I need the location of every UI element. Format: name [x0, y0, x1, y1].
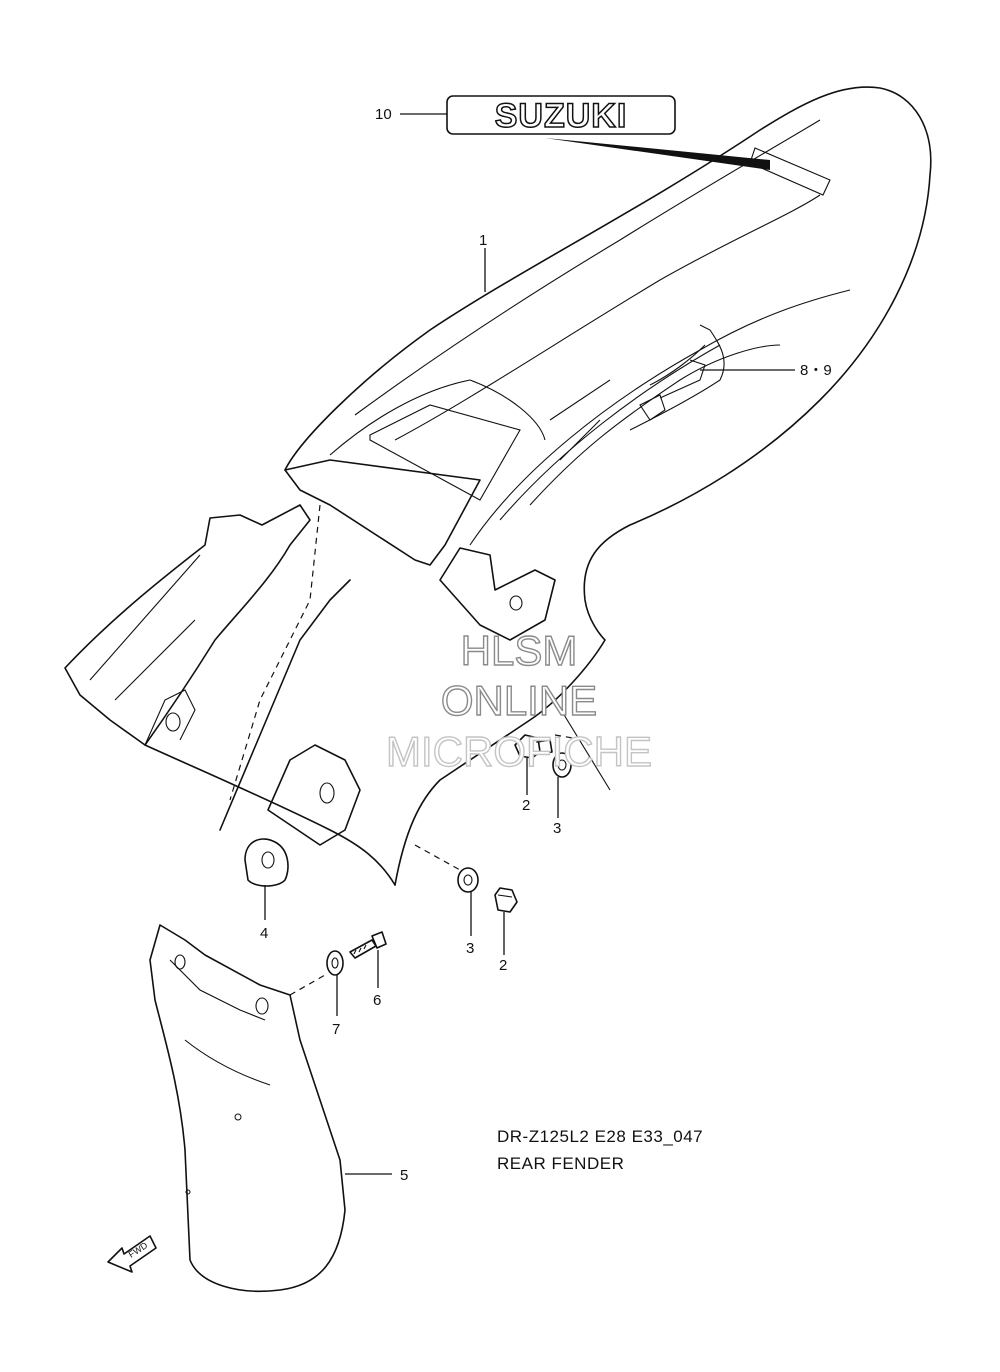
diagram-caption: DR-Z125L2 E28 E33_047 REAR FENDER: [497, 1127, 703, 1173]
side-decal: [545, 138, 831, 196]
caption-model-code: DR-Z125L2 E28 E33_047: [497, 1127, 703, 1146]
watermark: HLSM ONLINE MICROFICHE: [385, 626, 652, 775]
callout-2-lower: 2: [499, 957, 507, 974]
watermark-line-1: HLSM: [461, 627, 578, 674]
decal-125-graphic: [629, 324, 725, 431]
washer-3-lower: [457, 867, 479, 893]
screw-6: [349, 931, 387, 959]
watermark-line-3: MICROFICHE: [386, 728, 652, 775]
callouts: 10 1 8・9 2 3 4 3 2 6 7 5: [260, 106, 832, 1184]
callout-4: 4: [260, 925, 268, 942]
callout-1: 1: [479, 232, 487, 249]
suzuki-emblem: SUZUKI: [446, 95, 676, 136]
forward-arrow-icon: FWD: [107, 1235, 157, 1273]
hardware: [244, 734, 572, 976]
callout-3-upper: 3: [553, 820, 561, 837]
callout-7: 7: [332, 1021, 340, 1038]
callout-2-upper: 2: [522, 797, 530, 814]
washer-3-upper: [552, 752, 572, 778]
callout-8-9: 8・9: [800, 362, 832, 379]
bolt-2-upper: [514, 734, 553, 759]
grommet-washer-4: [244, 838, 289, 887]
bolt-2-lower: [494, 887, 518, 913]
watermark-line-2: ONLINE: [441, 677, 597, 724]
rear-fender-body: [64, 86, 932, 886]
suzuki-logo-text: SUZUKI: [495, 97, 628, 135]
mud-flap: [149, 924, 346, 1293]
callout-10: 10: [375, 106, 392, 123]
caption-title: REAR FENDER: [497, 1154, 624, 1173]
leader-lines: [264, 113, 795, 1175]
washer-7: [326, 950, 344, 976]
callout-6: 6: [373, 992, 381, 1009]
callout-5: 5: [400, 1167, 408, 1184]
callout-3-lower: 3: [466, 940, 474, 957]
